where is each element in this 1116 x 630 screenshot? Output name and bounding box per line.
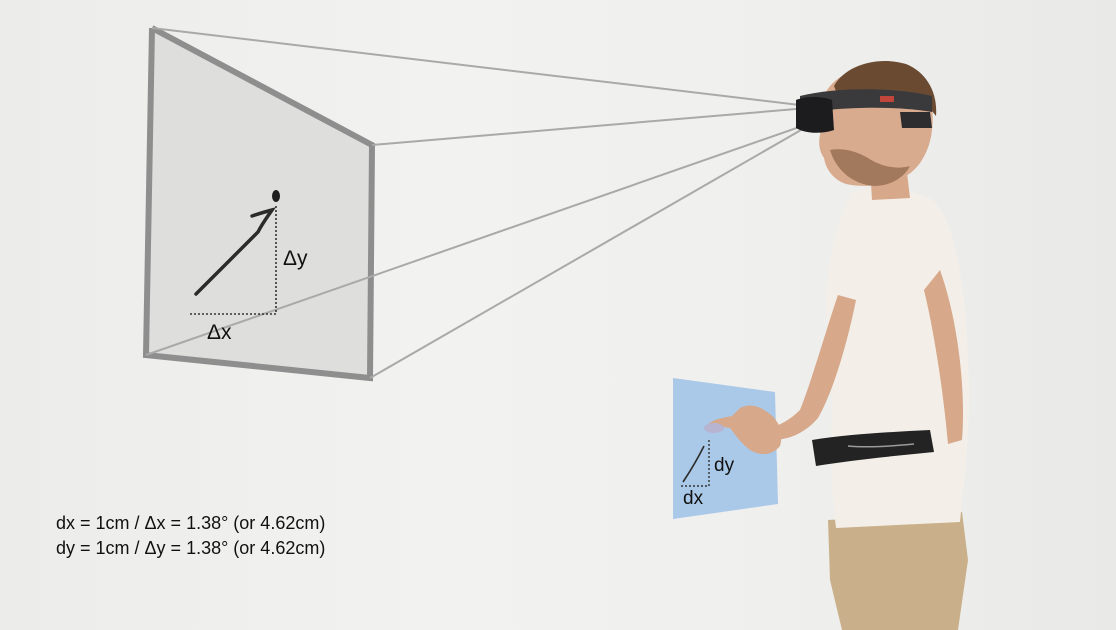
fingertip-marker xyxy=(704,423,724,433)
waist-belt xyxy=(812,430,934,466)
formula-dx: dx = 1cm / Δx = 1.38° (or 4.62cm) xyxy=(56,513,326,533)
arm-back xyxy=(770,295,856,440)
formula-dy: dy = 1cm / Δy = 1.38° (or 4.62cm) xyxy=(56,538,326,558)
arm-front xyxy=(924,270,964,444)
touch-pad-guides xyxy=(680,440,710,487)
touch-pad-stroke xyxy=(682,445,705,483)
delta-guides xyxy=(190,206,277,315)
dx-label: dx xyxy=(683,488,704,509)
virtual-display xyxy=(142,25,809,382)
belt-wire xyxy=(847,443,915,448)
hair xyxy=(834,60,937,116)
virtual-display-surface xyxy=(146,28,372,378)
hand xyxy=(706,405,782,455)
cursor-dot xyxy=(272,190,280,202)
projection-lines xyxy=(145,27,809,379)
delta-y-label: Δy xyxy=(283,247,308,270)
pants xyxy=(828,512,968,630)
hololens-headset-icon xyxy=(796,89,932,133)
beard xyxy=(830,149,910,186)
delta-x-label: Δx xyxy=(207,321,232,344)
dy-label: dy xyxy=(714,455,735,476)
display-stroke xyxy=(194,207,276,296)
person xyxy=(704,60,970,630)
